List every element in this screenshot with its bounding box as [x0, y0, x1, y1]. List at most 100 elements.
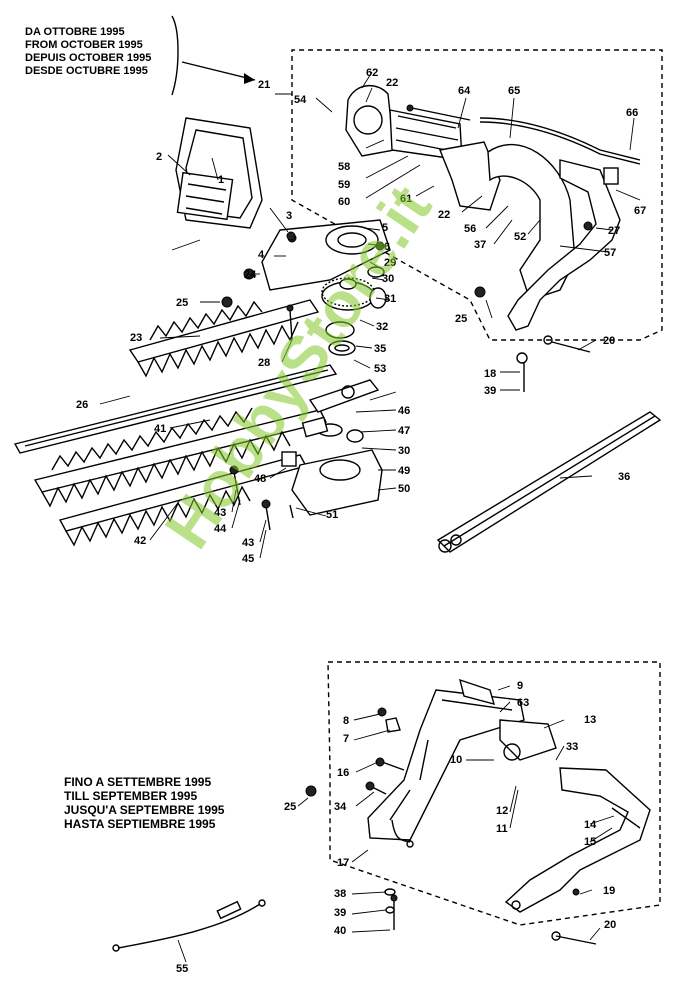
upper-assembly-box: [291, 49, 663, 341]
part-label: 52: [514, 231, 526, 243]
part-label: 25: [455, 313, 467, 325]
part-label: 45: [242, 553, 254, 565]
part-label: 9: [517, 680, 523, 692]
note-from-october-1995: DA OTTOBRE 1995 FROM OCTOBER 1995 DEPUIS…: [25, 26, 151, 78]
part-label: 42: [134, 535, 146, 547]
part-label: 47: [398, 425, 410, 437]
part-label: 17: [337, 857, 349, 869]
part-label: 21: [258, 79, 270, 91]
part-label: 46: [398, 405, 410, 417]
part-label: 31: [384, 293, 396, 305]
part-label: 28: [258, 357, 270, 369]
part-label: 50: [398, 483, 410, 495]
part-label: 40: [334, 925, 346, 937]
part-label: 8: [343, 715, 349, 727]
part-labels: 1 2 3 4 5 6 7 8 9 10 11 12 13 14 15 16 1…: [76, 67, 646, 975]
part-label: 15: [584, 836, 596, 848]
part-label: 41: [154, 423, 166, 435]
part-label: 61: [400, 193, 412, 205]
part-label: 5: [382, 222, 388, 234]
washers: [325, 321, 356, 356]
part-label: 3: [286, 210, 292, 222]
part-label: 13: [584, 714, 596, 726]
part-label: 65: [508, 85, 520, 97]
note-line: FROM OCTOBER 1995: [25, 39, 143, 51]
part-label: 39: [484, 385, 496, 397]
note-line: JUSQU'A SEPTEMBRE 1995: [64, 803, 225, 817]
part-label: 38: [334, 888, 346, 900]
rubber-strip: [436, 411, 662, 553]
part-label: 44: [214, 523, 227, 535]
part-label: 59: [338, 179, 350, 191]
part-label: 62: [366, 67, 378, 79]
part-label: 19: [603, 885, 615, 897]
note-line: DA OTTOBRE 1995: [25, 26, 125, 38]
part-label: 12: [496, 805, 508, 817]
part-label: 35: [374, 343, 386, 355]
part-label: 16: [337, 767, 349, 779]
part-label: 53: [374, 363, 386, 375]
part-label: 66: [626, 107, 638, 119]
part-label: 34: [334, 801, 347, 813]
part-label: 58: [338, 161, 350, 173]
note-line: DESDE OCTUBRE 1995: [25, 65, 148, 77]
part-label: 23: [130, 332, 142, 344]
part-label: 10: [450, 754, 462, 766]
rear-handle-assembly: [345, 85, 641, 331]
part-label: 20: [604, 919, 616, 931]
part-label: 56: [464, 223, 476, 235]
part-label: 30: [382, 273, 394, 285]
lower-frame: [305, 678, 651, 913]
part-label: 7: [343, 733, 349, 745]
note-line: TILL SEPTEMBER 1995: [64, 789, 198, 803]
front-handle: [175, 117, 263, 229]
blade-upper: [128, 299, 320, 378]
part-label: 26: [76, 399, 88, 411]
part-label: 30: [398, 445, 410, 457]
part-label: 22: [386, 77, 398, 89]
part-label: 29: [384, 257, 396, 269]
note-line: DEPUIS OCTOBER 1995: [25, 52, 152, 64]
throttle-cable: [112, 899, 266, 952]
lower-gear-housing: [281, 379, 383, 516]
part-label: 43: [242, 537, 254, 549]
part-label: 43: [214, 507, 226, 519]
gear-wheel: [321, 266, 387, 311]
part-label: 36: [618, 471, 630, 483]
part-label: 32: [376, 321, 388, 333]
part-label: 60: [338, 196, 350, 208]
part-label: 27: [608, 225, 620, 237]
part-label: 57: [604, 247, 616, 259]
part-label: 2: [156, 151, 162, 163]
part-label: 33: [566, 741, 578, 753]
part-label: 48: [254, 473, 266, 485]
part-label: 51: [326, 509, 338, 521]
gearbox-housing: [261, 219, 391, 291]
part-label: 6: [384, 241, 390, 253]
part-label: 37: [474, 239, 486, 251]
bottom-screws: [384, 888, 597, 945]
part-label: 49: [398, 465, 410, 477]
part-label: 1: [218, 174, 224, 186]
right-bolts: [474, 286, 591, 392]
callout-arrow: [171, 15, 256, 96]
part-label: 55: [176, 963, 188, 975]
note-line: FINO A SETTEMBRE 1995: [64, 775, 212, 789]
part-label: 22: [438, 209, 450, 221]
part-label: 11: [496, 823, 508, 835]
guide-bar: [13, 364, 338, 454]
part-label: 25: [284, 801, 296, 813]
part-label: 18: [484, 368, 496, 380]
part-label: 14: [584, 819, 597, 831]
part-label: 20: [603, 335, 615, 347]
blade-lower: [33, 407, 328, 508]
part-label: 67: [634, 205, 646, 217]
part-label: 63: [517, 697, 529, 709]
bolts: [221, 231, 296, 531]
part-label: 64: [458, 85, 471, 97]
part-label: 4: [258, 249, 265, 261]
part-label: 39: [334, 907, 346, 919]
part-label: 25: [176, 297, 188, 309]
leader-lines: [99, 71, 641, 963]
